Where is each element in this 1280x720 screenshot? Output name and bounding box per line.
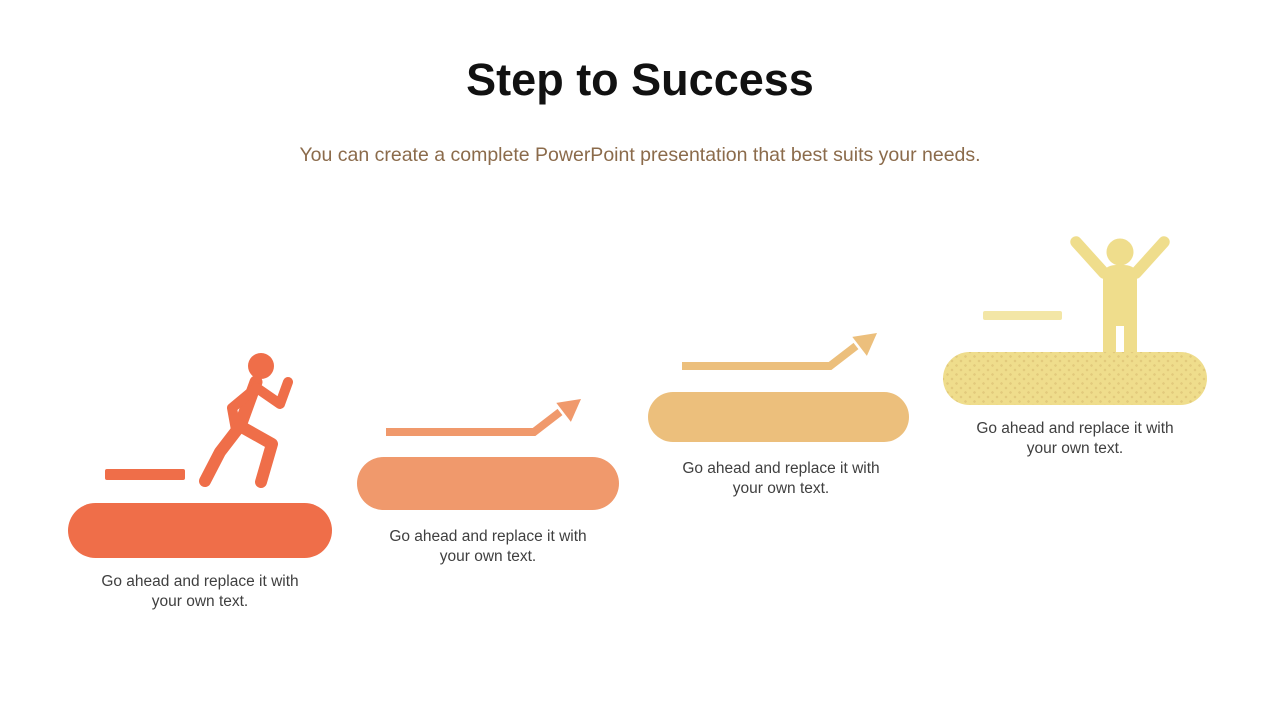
rising-arrow-icon <box>384 396 584 440</box>
page-subtitle: You can create a complete PowerPoint pre… <box>299 144 981 166</box>
step-3-label: Go ahead and replace it with your own te… <box>682 460 880 497</box>
step-2-label: Go ahead and replace it with your own te… <box>389 528 587 565</box>
celebrating-person-icon <box>1058 228 1176 352</box>
dash-icon <box>983 311 1062 320</box>
step-1-label: Go ahead and replace it with your own te… <box>101 573 299 610</box>
step-2-platform <box>357 457 619 510</box>
step-1-platform <box>68 503 332 558</box>
step-3-platform <box>648 392 909 442</box>
rising-arrow-icon <box>680 330 880 374</box>
dash-icon <box>105 469 185 480</box>
page-title: Step to Success <box>466 54 814 105</box>
step-4-platform <box>943 352 1207 405</box>
running-person-icon <box>198 350 298 490</box>
step-4-label: Go ahead and replace it with your own te… <box>976 420 1174 457</box>
